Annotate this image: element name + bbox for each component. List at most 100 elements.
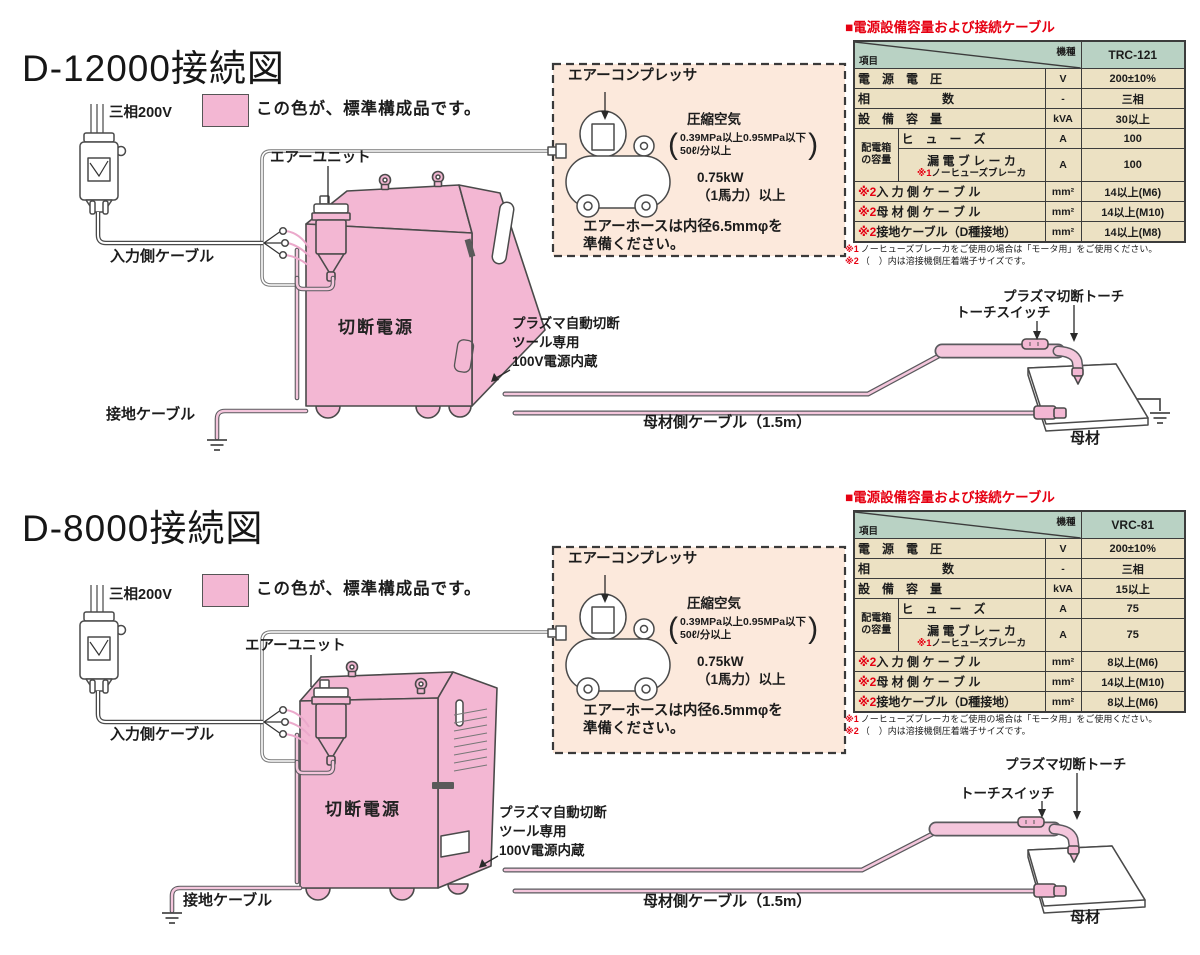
compressor-label: エアーコンプレッサ bbox=[568, 68, 698, 84]
compressor-power2: （1馬力）以上 bbox=[697, 188, 786, 203]
air-unit-icon bbox=[311, 679, 351, 766]
workpiece-ground-wire bbox=[1137, 398, 1161, 411]
plasma-torch-icon bbox=[928, 816, 1080, 863]
eye-bolt bbox=[431, 170, 445, 188]
input-cable-label: 入力側ケーブル bbox=[110, 248, 215, 265]
work-cable-label: 母材側ケーブル（1.5m） bbox=[643, 414, 812, 431]
air-compressor-icon bbox=[547, 110, 671, 218]
spec-table-title: ■電源設備容量および接続ケーブル bbox=[845, 490, 1055, 505]
compressed-air-title: 圧縮空気 bbox=[687, 112, 741, 127]
legend-text: この色が、標準構成品です。 bbox=[256, 100, 482, 118]
page-title-d12000: D-12000接続図 bbox=[22, 48, 285, 89]
air-unit-icon bbox=[311, 195, 351, 282]
hose-note1: エアーホースは内径6.5mmφを bbox=[583, 703, 783, 719]
ground-symbol bbox=[207, 439, 227, 451]
standard-color-swatch bbox=[202, 574, 249, 607]
torch-switch-label: トーチスイッチ bbox=[956, 305, 1051, 320]
open-paren: ( bbox=[668, 128, 678, 161]
eye-bolt bbox=[414, 677, 428, 695]
torch-label: プラズマ切断トーチ bbox=[1005, 757, 1127, 772]
air-compressor-icon bbox=[547, 593, 671, 701]
d8000-art bbox=[79, 545, 1146, 924]
table-row: 相 数-三相 bbox=[853, 88, 1186, 109]
hose-note2: 準備ください。 bbox=[583, 721, 685, 737]
cable-splitter bbox=[263, 705, 311, 745]
standard-color-swatch bbox=[202, 94, 249, 127]
handle-slot bbox=[440, 830, 470, 858]
compressor-power: 0.75kW bbox=[697, 654, 744, 669]
legend-text: この色が、標準構成品です。 bbox=[256, 580, 482, 598]
workpiece bbox=[1027, 845, 1146, 914]
workpiece-label: 母材 bbox=[1070, 430, 1101, 447]
work-clamp-icon bbox=[1033, 883, 1067, 898]
compressor-power: 0.75kW bbox=[697, 170, 744, 185]
ground-symbol bbox=[162, 912, 182, 924]
input-cable-label: 入力側ケーブル bbox=[110, 726, 215, 743]
power-plug-icon bbox=[79, 585, 127, 694]
vent-slot bbox=[491, 201, 515, 265]
ground-cable-label: 接地ケーブル bbox=[183, 892, 273, 909]
work-clamp-icon bbox=[1033, 405, 1067, 420]
footnote-2: ※2（ ）内は溶接機側圧着端子サイズです。 bbox=[845, 726, 1031, 736]
phase-label: 三相200V bbox=[109, 105, 172, 121]
spec-table-title: ■電源設備容量および接続ケーブル bbox=[845, 20, 1055, 35]
torch-switch-icon bbox=[1021, 338, 1049, 350]
handle-slot bbox=[453, 339, 475, 373]
model-number: TRC-121 bbox=[1080, 40, 1186, 69]
close-paren: ) bbox=[808, 612, 819, 645]
ground-cable-label: 接地ケーブル bbox=[106, 406, 196, 423]
power-plug-icon bbox=[79, 104, 127, 215]
logo-mark bbox=[432, 782, 454, 789]
table-row: 相 数-三相 bbox=[853, 558, 1186, 579]
power-source-label: 切断電源 bbox=[338, 318, 414, 337]
model-number: VRC-81 bbox=[1080, 510, 1186, 539]
cutting-power-source-d12000 bbox=[305, 170, 546, 419]
cable-splitter bbox=[263, 226, 311, 266]
footnote-2: ※2（ ）内は溶接機側圧着端子サイズです。 bbox=[845, 256, 1031, 266]
air-unit-label: エアーユニット bbox=[270, 150, 371, 166]
plasma-torch-icon bbox=[934, 338, 1084, 385]
eye-bolt bbox=[345, 660, 359, 678]
torch-label: プラズマ切断トーチ bbox=[1003, 289, 1125, 304]
compressed-air-title: 圧縮空気 bbox=[687, 596, 741, 611]
logo-mark bbox=[464, 238, 476, 258]
torch-switch-icon bbox=[1017, 816, 1045, 828]
power-source-label: 切断電源 bbox=[325, 800, 401, 819]
ground-symbol bbox=[1150, 412, 1170, 424]
compressor-label: エアーコンプレッサ bbox=[568, 551, 698, 567]
workpiece bbox=[1027, 363, 1149, 432]
three-phase-lines bbox=[90, 104, 104, 133]
compressor-power2: （1馬力）以上 bbox=[697, 672, 786, 687]
open-paren: ( bbox=[668, 612, 678, 645]
torch-switch-label: トーチスイッチ bbox=[960, 786, 1055, 801]
hose-note2: 準備ください。 bbox=[583, 237, 685, 253]
hose-note1: エアーホースは内径6.5mmφを bbox=[583, 219, 783, 235]
diagonal-header-cell: 項目 機種 bbox=[853, 40, 1082, 69]
air-unit-label: エアーユニット bbox=[245, 638, 346, 654]
eye-bolt bbox=[378, 173, 392, 191]
d12000-art bbox=[79, 62, 1170, 451]
workpiece-label: 母材 bbox=[1070, 909, 1101, 926]
